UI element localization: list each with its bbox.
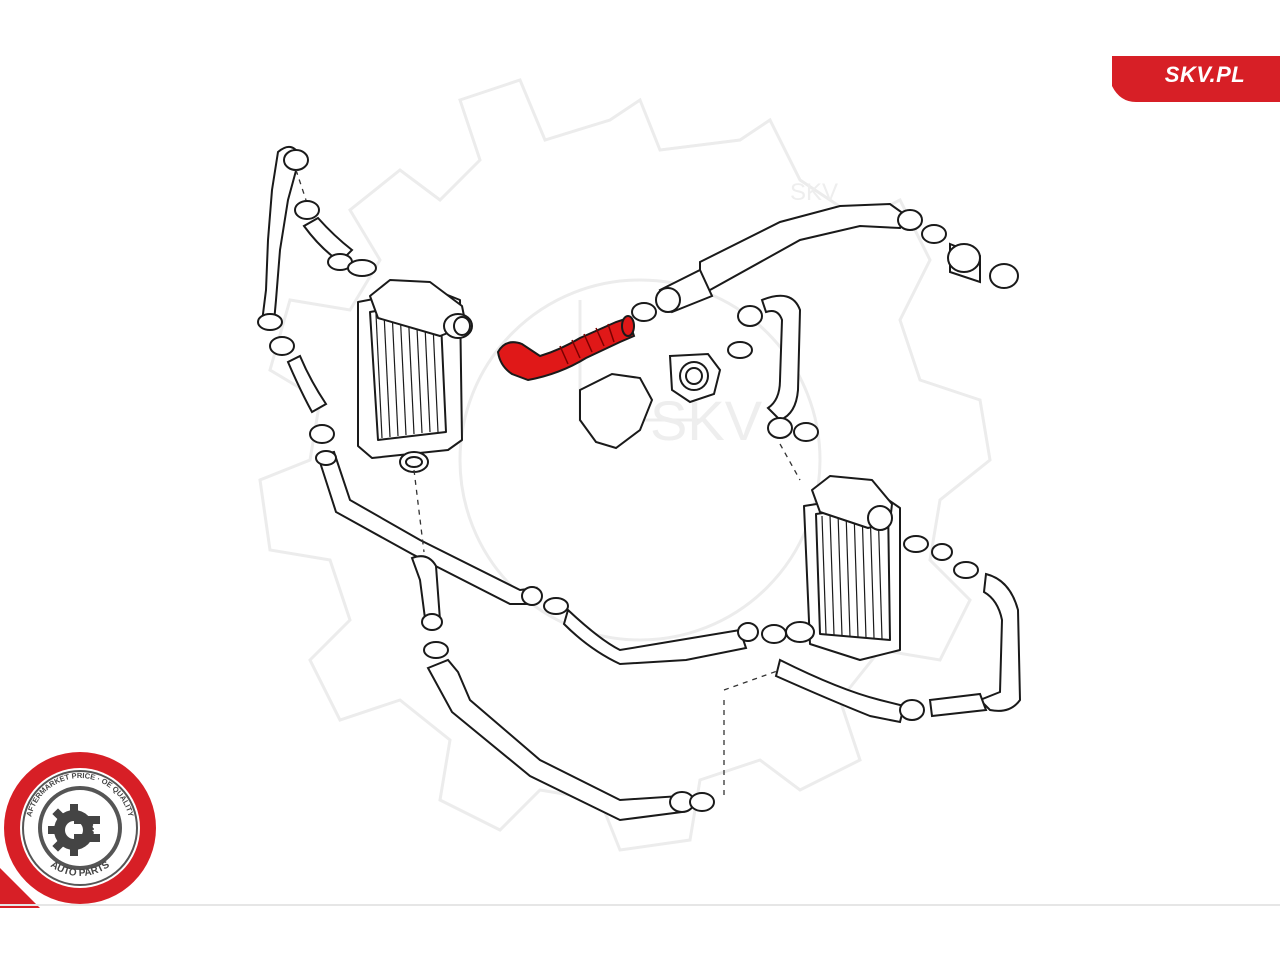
- left-upper-hose: [257, 145, 377, 444]
- watermark-text-small: SKV: [790, 179, 838, 206]
- upper-right-pipe: [631, 202, 1019, 322]
- skv-badge-logo: SKV AFTERMARKET PRICE · OE QUALITY AUTO …: [0, 752, 156, 908]
- throttle-assembly: [579, 294, 819, 450]
- right-side-hoses: [774, 535, 1022, 724]
- badge-center-text: SKV: [92, 823, 115, 835]
- watermark-gear-icon: SKV SKV: [258, 78, 992, 852]
- right-intercooler: [785, 475, 901, 661]
- left-lower-long-hose: [315, 450, 787, 666]
- badge-gear-icon: [48, 804, 100, 856]
- highlighted-red-hose: [496, 315, 636, 382]
- brand-banner: [1112, 56, 1280, 102]
- watermark-text: SKV: [650, 389, 763, 452]
- left-intercooler: [357, 279, 473, 473]
- bottom-divider: [0, 904, 1280, 906]
- brand-site-label[interactable]: SKV.PL: [1164, 62, 1246, 87]
- center-lower-pipe: [410, 555, 715, 822]
- assembly-dash-lines: [295, 169, 801, 796]
